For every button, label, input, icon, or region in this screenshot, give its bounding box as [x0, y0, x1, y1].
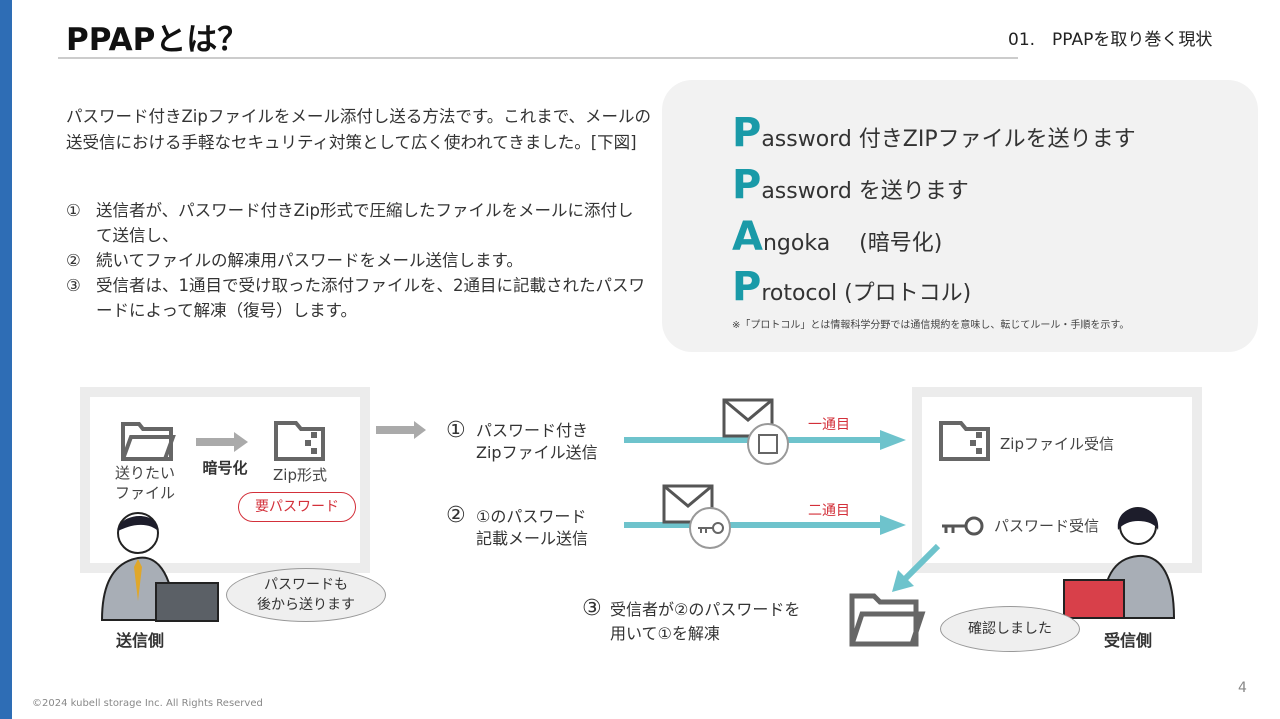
- folder-icon: [121, 422, 176, 461]
- section-label: 01. PPAPを取り巻く現状: [1008, 30, 1213, 50]
- arrow-icon: [196, 432, 248, 452]
- page-title: PPAPとは？: [66, 22, 249, 58]
- step-item: ① 送信者が、パスワード付きZip形式で圧縮したファイルをメールに添付して送信し、: [66, 198, 646, 248]
- flow1-number: ①: [446, 418, 466, 443]
- flow2-tag: 二通目: [808, 503, 850, 519]
- zip-file-icon: [939, 421, 990, 461]
- sender-speech-bubble: パスワードも 後から送ります: [226, 568, 386, 622]
- step-number: ③: [66, 276, 81, 295]
- acronym-card: Password 付きZIPファイルを送ります Password を送ります A…: [662, 80, 1258, 352]
- step-text: 受信者は、1通目で受け取った添付ファイルを、2通目に記載されたパスワードによって…: [96, 276, 645, 320]
- zip-label: Zip形式: [273, 466, 327, 484]
- acronym-line: Password 付きZIPファイルを送ります: [732, 110, 1136, 156]
- receiver-password-label: パスワード受信: [994, 517, 1100, 535]
- arrowhead-icon: [880, 515, 906, 535]
- folder-icon: [849, 593, 926, 647]
- flow3-number: ③: [582, 596, 602, 621]
- encrypt-label: 暗号化: [202, 459, 248, 477]
- steps-list: ① 送信者が、パスワード付きZip形式で圧縮したファイルをメールに添付して送信し、…: [66, 198, 646, 323]
- receiver-box: [912, 387, 1202, 573]
- flow2-number: ②: [446, 503, 466, 528]
- sidebar-accent: [0, 0, 12, 719]
- flow1-tag: 一通目: [808, 417, 850, 433]
- page-number: 4: [1238, 680, 1247, 696]
- step-number: ②: [66, 251, 81, 270]
- copyright: ©2024 kubell storage Inc. All Rights Res…: [32, 698, 263, 709]
- acronym-text: assword を送ります: [761, 179, 969, 204]
- step-text: 続いてファイルの解凍用パスワードをメール送信します。: [96, 251, 523, 270]
- acronym-letter: P: [732, 110, 762, 156]
- password-required-badge: 要パスワード: [238, 492, 356, 522]
- sender-file-label: 送りたい ファイル: [114, 464, 175, 502]
- title-divider: [58, 57, 1018, 59]
- receiver-speech-bubble: 確認しました: [940, 606, 1080, 652]
- flow2-line: [624, 522, 888, 528]
- arrowhead-icon: [880, 430, 906, 450]
- acronym-line: Password を送ります: [732, 162, 969, 208]
- key-icon: [942, 516, 984, 536]
- receiver-label: 受信側: [1103, 631, 1152, 650]
- acronym-letter: P: [732, 162, 762, 208]
- acronym-text: assword 付きZIPファイルを送ります: [761, 127, 1136, 152]
- mail-zip-icon: [722, 398, 789, 465]
- flow1-text: パスワード付き Zipファイル送信: [476, 421, 598, 462]
- flow3-text: 受信者が②のパスワードを 用いて①を解凍: [610, 600, 801, 643]
- step-text: 送信者が、パスワード付きZip形式で圧縮したファイルをメールに添付して送信し、: [96, 201, 634, 245]
- zip-file-icon: [274, 421, 325, 461]
- mail-key-icon: [662, 484, 731, 549]
- step-item: ② 続いてファイルの解凍用パスワードをメール送信します。: [66, 248, 646, 273]
- acronym-line: Angoka (暗号化): [732, 214, 942, 260]
- sender-person-illustration: [100, 512, 219, 622]
- arrow-icon: [376, 421, 426, 439]
- receiver-zip-label: Zipファイル受信: [1000, 435, 1114, 453]
- step-item: ③ 受信者は、1通目で受け取った添付ファイルを、2通目に記載されたパスワードによっ…: [66, 273, 646, 323]
- acronym-letter: A: [732, 214, 763, 260]
- acronym-text: ngoka (暗号化): [762, 231, 943, 256]
- receiver-person-illustration: [1063, 507, 1176, 619]
- intro-text: パスワード付きZipファイルをメール添付し送る方法です。これまで、メールの送受信…: [66, 107, 652, 152]
- acronym-text: rotocol (プロトコル): [761, 281, 972, 306]
- acronym-note: ※「プロトコル」とは情報科学分野では通信規約を意味し、転じてルール・手順を示す。: [732, 320, 1130, 331]
- sender-label: 送信側: [115, 631, 164, 650]
- acronym-line: Protocol (プロトコル): [732, 264, 971, 310]
- acronym-letter: P: [732, 264, 762, 310]
- diagonal-arrow-icon: [892, 544, 941, 592]
- step-number: ①: [66, 201, 81, 220]
- flow2-text: ①のパスワード 記載メール送信: [476, 507, 589, 548]
